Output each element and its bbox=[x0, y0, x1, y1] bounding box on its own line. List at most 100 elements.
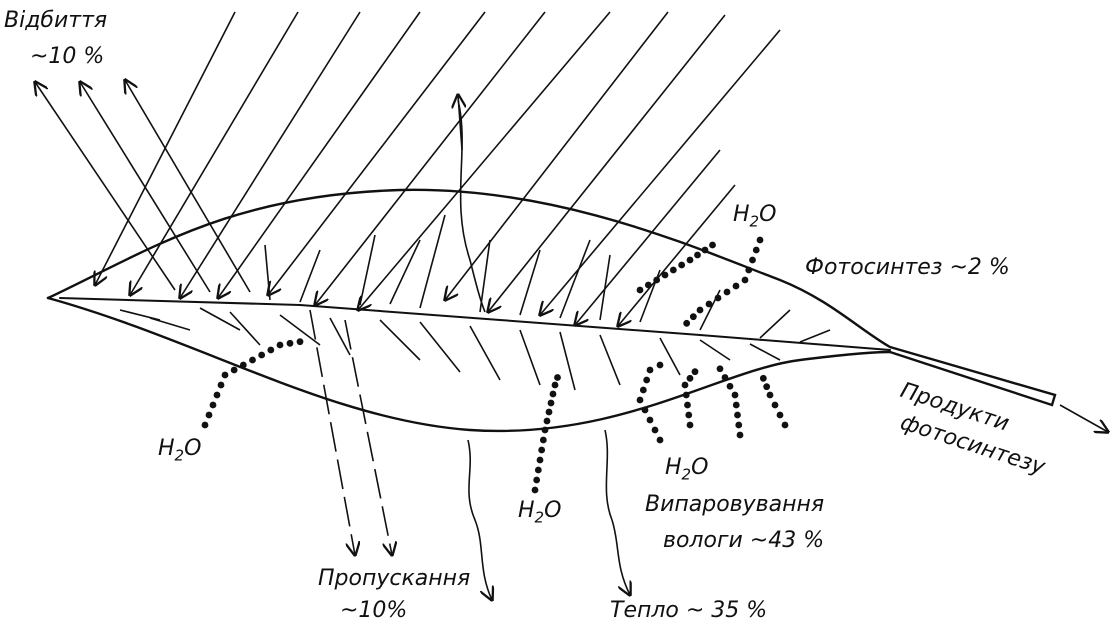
water-2: 2 bbox=[174, 446, 185, 465]
water-vapor-dot bbox=[538, 446, 546, 454]
water-vapor-dot bbox=[691, 368, 699, 376]
water-vapor-dot bbox=[213, 391, 221, 399]
water-vapor-dot bbox=[689, 313, 697, 321]
water-vapor-dot bbox=[732, 282, 740, 290]
water-vapor-dot bbox=[543, 417, 551, 425]
water-vapor-dot bbox=[531, 486, 539, 494]
water-vapor-dot bbox=[736, 431, 744, 439]
reflection-value: ~10 % bbox=[30, 44, 105, 69]
heat-arrows bbox=[467, 429, 630, 600]
water-vapor-dot bbox=[763, 383, 771, 391]
veins bbox=[119, 99, 831, 391]
water-vapor-dot bbox=[661, 271, 669, 279]
transmitted-rays bbox=[309, 309, 1108, 555]
water-vapor-dot bbox=[771, 401, 779, 409]
water-vapor-dot bbox=[656, 436, 664, 444]
water-vapor-dot bbox=[276, 341, 284, 349]
water-vapor-dot bbox=[776, 411, 784, 419]
water-vapor-dot bbox=[716, 365, 724, 373]
water-vapor-dot bbox=[636, 396, 644, 404]
leaf-lower-edge bbox=[46, 296, 892, 433]
water-2: 2 bbox=[534, 508, 545, 527]
water-label: H2O bbox=[733, 202, 776, 234]
water-vapor-dot bbox=[643, 376, 651, 384]
water-label: H2O bbox=[665, 455, 708, 487]
water-label: H2O bbox=[518, 498, 561, 530]
water-h: H bbox=[518, 498, 535, 523]
water-h: H bbox=[733, 202, 750, 227]
water-vapor-dot bbox=[781, 421, 789, 429]
water-vapor-dot bbox=[296, 338, 304, 346]
evaporation-label-line1: Випаровування bbox=[645, 492, 825, 517]
water-vapor-dot bbox=[651, 426, 659, 434]
water-vapor-dot bbox=[534, 466, 542, 474]
transmission-value: ~10% bbox=[340, 598, 408, 623]
reflection-label: Відбиття bbox=[4, 8, 108, 33]
water-vapor-dot bbox=[541, 426, 549, 434]
water-vapor-dot bbox=[721, 374, 729, 381]
water-vapor-dot bbox=[217, 381, 225, 389]
water-vapor-dot bbox=[205, 411, 213, 419]
water-vapor-dot bbox=[734, 411, 741, 419]
midrib bbox=[59, 297, 891, 351]
water-vapor-dot bbox=[766, 391, 774, 399]
water-vapor-dot bbox=[267, 346, 275, 354]
reflected-rays bbox=[35, 80, 462, 293]
water-vapor-dot bbox=[714, 294, 722, 302]
water-vapor-dot bbox=[741, 276, 749, 284]
water-vapor-dot bbox=[551, 381, 559, 389]
water-vapor-dot bbox=[646, 366, 654, 374]
water-vapor-dot bbox=[249, 356, 256, 364]
water-vapor-dot bbox=[209, 401, 217, 409]
water-vapor-dot bbox=[639, 386, 647, 394]
water-vapor-paths bbox=[201, 236, 789, 494]
water-vapor-dot bbox=[709, 241, 716, 249]
water-vapor-dot bbox=[684, 401, 691, 409]
water-h: H bbox=[665, 455, 682, 480]
water-vapor-dot bbox=[653, 276, 661, 284]
water-vapor-dot bbox=[258, 351, 266, 359]
water-2: 2 bbox=[681, 465, 692, 484]
heat-label: Тепло ~ 35 % bbox=[610, 598, 768, 623]
water-vapor-dot bbox=[644, 281, 652, 289]
incoming-light-rays bbox=[95, 11, 781, 326]
water-vapor-dot bbox=[239, 361, 247, 369]
water-vapor-dot bbox=[683, 319, 691, 327]
water-vapor-dot bbox=[686, 421, 694, 429]
water-vapor-dot bbox=[749, 256, 756, 264]
leaf-stem bbox=[888, 345, 1057, 407]
water-vapor-dot bbox=[701, 246, 709, 254]
water-h: H bbox=[158, 436, 175, 461]
water-vapor-dot bbox=[286, 339, 294, 347]
water-vapor-dot bbox=[723, 288, 731, 296]
water-2: 2 bbox=[749, 212, 760, 231]
water-vapor-dot bbox=[735, 421, 743, 429]
water-vapor-dot bbox=[669, 266, 677, 274]
evaporation-label-line2: вологи ~43 % bbox=[663, 528, 825, 553]
water-vapor-dot bbox=[686, 374, 694, 382]
water-vapor-dot bbox=[759, 374, 767, 382]
water-vapor-dot bbox=[549, 390, 557, 398]
water-o: O bbox=[691, 455, 709, 480]
water-vapor-dot bbox=[756, 236, 764, 244]
water-vapor-dot bbox=[696, 306, 704, 314]
water-vapor-dot bbox=[539, 436, 547, 444]
water-vapor-dot bbox=[545, 408, 553, 416]
photosynthesis-label: Фотосинтез ~2 % bbox=[805, 255, 1010, 280]
water-vapor-dot bbox=[685, 411, 693, 419]
water-vapor-dot bbox=[536, 456, 544, 464]
water-vapor-dot bbox=[547, 399, 555, 407]
water-vapor-dot bbox=[554, 374, 561, 381]
water-vapor-dot bbox=[686, 256, 694, 264]
water-vapor-dot bbox=[732, 401, 740, 409]
water-vapor-dot bbox=[731, 391, 739, 399]
water-o: O bbox=[544, 498, 562, 523]
water-vapor-dot bbox=[201, 421, 209, 429]
water-vapor-dot bbox=[656, 361, 664, 369]
transmission-label: Пропускання bbox=[318, 566, 471, 591]
water-vapor-dot bbox=[641, 406, 649, 414]
water-vapor-dot bbox=[694, 251, 701, 259]
water-vapor-dot bbox=[705, 300, 713, 308]
